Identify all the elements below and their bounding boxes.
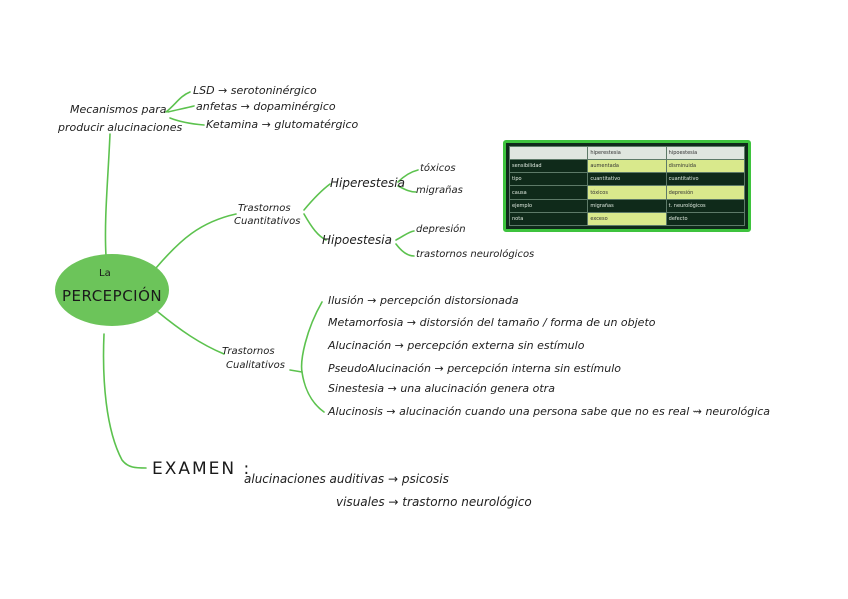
branch-mecanismos <box>105 134 110 256</box>
examen-line: visuales → trastorno neurológico <box>336 495 532 509</box>
table-header-cell <box>510 147 588 160</box>
table-cell: exceso <box>588 212 666 225</box>
branch-cuali-hook <box>290 370 302 372</box>
hiperestesia-label: Hiperestesia <box>330 176 405 190</box>
table-cell: nota <box>510 212 588 225</box>
table-cell: causa <box>510 186 588 199</box>
mecanismo-item: LSD → serotoninérgico <box>193 84 317 97</box>
hiperestesia-item: tóxicos <box>420 163 456 174</box>
cualitativo-item: Alucinación → percepción externa sin est… <box>328 339 584 352</box>
branch-hiper <box>304 184 330 210</box>
cualitativo-item: Sinestesia → una alucinación genera otra <box>328 382 555 395</box>
branch-depresion <box>396 231 414 240</box>
table-cell: ejemplo <box>510 199 588 212</box>
table-cell: depresión <box>666 186 744 199</box>
table-cell: tóxicos <box>588 186 666 199</box>
cualitativos-label-line1: Trastornos <box>222 346 275 357</box>
table-cell: tipo <box>510 173 588 186</box>
cualitativo-item: Ilusión → percepción distorsionada <box>328 294 519 307</box>
table-cell: migrañas <box>588 199 666 212</box>
cualitativo-item: PseudoAlucinación → percepción interna s… <box>328 362 621 375</box>
table-cell: sensibilidad <box>510 160 588 173</box>
table-cell: disminuida <box>666 160 744 173</box>
branch-cuali-bracket <box>302 302 324 412</box>
table-photo-grid: hiperestesia hipoestesia sensibilidad au… <box>509 146 745 226</box>
cualitativos-label-line2: Cualitativos <box>226 360 285 371</box>
cuantitativos-label-line2: Cuantitativos <box>234 216 300 227</box>
table-cell: cuantitativo <box>666 173 744 186</box>
mecanismos-label-line1: Mecanismos para <box>70 103 166 116</box>
mecanismo-item: Ketamina → glutomatérgico <box>206 118 358 131</box>
hiperestesia-item: migrañas <box>416 185 463 196</box>
branch-examen <box>104 334 146 468</box>
hipoestesia-item: depresión <box>416 224 466 235</box>
table-header-cell: hipoestesia <box>666 147 744 160</box>
central-node-title: PERCEPCIÓN <box>62 287 162 305</box>
table-cell: cuantitativo <box>588 173 666 186</box>
table-cell: defecto <box>666 212 744 225</box>
branch-cuantitativos <box>156 214 236 268</box>
cualitativo-item: Alucinosis → alucinación cuando una pers… <box>328 405 770 418</box>
table-photo: hiperestesia hipoestesia sensibilidad au… <box>503 140 751 232</box>
central-node-article: La <box>99 268 111 279</box>
cualitativo-item: Metamorfosia → distorsión del tamaño / f… <box>328 316 656 329</box>
hipoestesia-item: trastornos neurológicos <box>416 249 534 260</box>
examen-line: alucinaciones auditivas → psicosis <box>244 472 449 486</box>
examen-label: EXAMEN : <box>152 459 251 479</box>
table-header-cell: hiperestesia <box>588 147 666 160</box>
mecanismo-item: anfetas → dopaminérgico <box>196 100 336 113</box>
table-cell: aumentada <box>588 160 666 173</box>
table-cell: t. neurológicos <box>666 199 744 212</box>
branch-trastneuro <box>396 244 414 256</box>
hipoestesia-label: Hipoestesia <box>322 233 392 247</box>
branch-cualitativos <box>158 312 224 354</box>
cuantitativos-label-line1: Trastornos <box>238 203 291 214</box>
mecanismos-label-line2: producir alucinaciones <box>58 121 182 134</box>
